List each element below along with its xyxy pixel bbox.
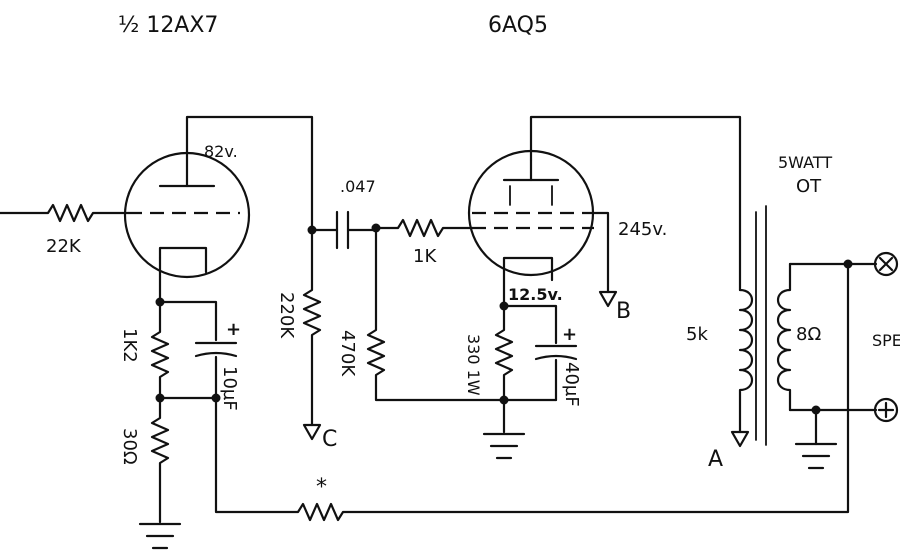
node-a-label: A [708,447,723,472]
screen-wire [592,211,610,294]
ground-symbol [138,522,182,550]
ground-symbol [482,432,526,460]
cathode-capacitor [194,341,238,400]
screen-voltage: 245v. [618,219,667,240]
node-a-arrow [730,430,750,448]
ground-symbol [794,442,838,470]
junction-dot [843,259,853,269]
feedback-resistor-label: 30Ω [119,428,140,465]
power-cathode-capacitor [534,344,578,402]
cap-plus-sign: + [562,324,577,345]
grid-leak-resistor [366,226,558,402]
plate-load-label: 220K [276,292,297,339]
grid-stopper-label: 1K [413,246,437,267]
node-c-label: C [322,427,337,452]
coupling-cap-label: .047 [340,177,376,196]
transformer-title-2: OT [796,176,822,197]
power-cathode-resistor-label: 330 1W [464,334,483,396]
junction-dot [499,395,509,405]
feedback-resistor [150,396,170,524]
input-grid-resistor [0,203,130,223]
grid-leak-label: 470K [337,330,358,377]
cathode-cap-label: 10µF [219,366,240,411]
power-pentode [467,149,595,282]
feedback-wire [214,262,850,522]
cathode-resistor-label: 1K2 [119,328,140,363]
node-b-arrow [598,290,618,308]
power-cathode-cap-label: 40µF [561,362,582,407]
preamp-tube-label: ½ 12AX7 [118,13,218,38]
plate-load-resistor [302,228,322,427]
grid-resistor-label: 22K [46,236,82,257]
node-c-arrow [302,423,322,441]
node-b-label: B [616,299,631,324]
secondary-impedance: 8Ω [796,324,821,345]
primary-impedance: 5k [686,324,708,345]
cathode-cap-wire [158,300,218,342]
power-tube-label: 6AQ5 [488,13,548,38]
speaker-terminal-plus [873,397,899,423]
transformer-secondary [776,262,878,412]
power-plate-wire [529,115,742,292]
cathode-voltage: 12.5v. [508,285,563,304]
preamp-plate-wire [185,115,314,232]
transformer-title-1: 5WATT [778,153,832,172]
preamp-plate-voltage: 82v. [204,142,238,161]
transformer-core [755,205,767,446]
cap-plus-sign: + [226,319,241,340]
transformer-primary [738,288,754,434]
power-cathode-resistor [494,304,514,434]
cathode-resistor [150,300,170,400]
grid-stopper-resistor [374,218,474,238]
feedback-marker: * [316,475,327,500]
speaker-terminal-x [873,251,899,277]
speaker-label: SPE [872,331,900,350]
